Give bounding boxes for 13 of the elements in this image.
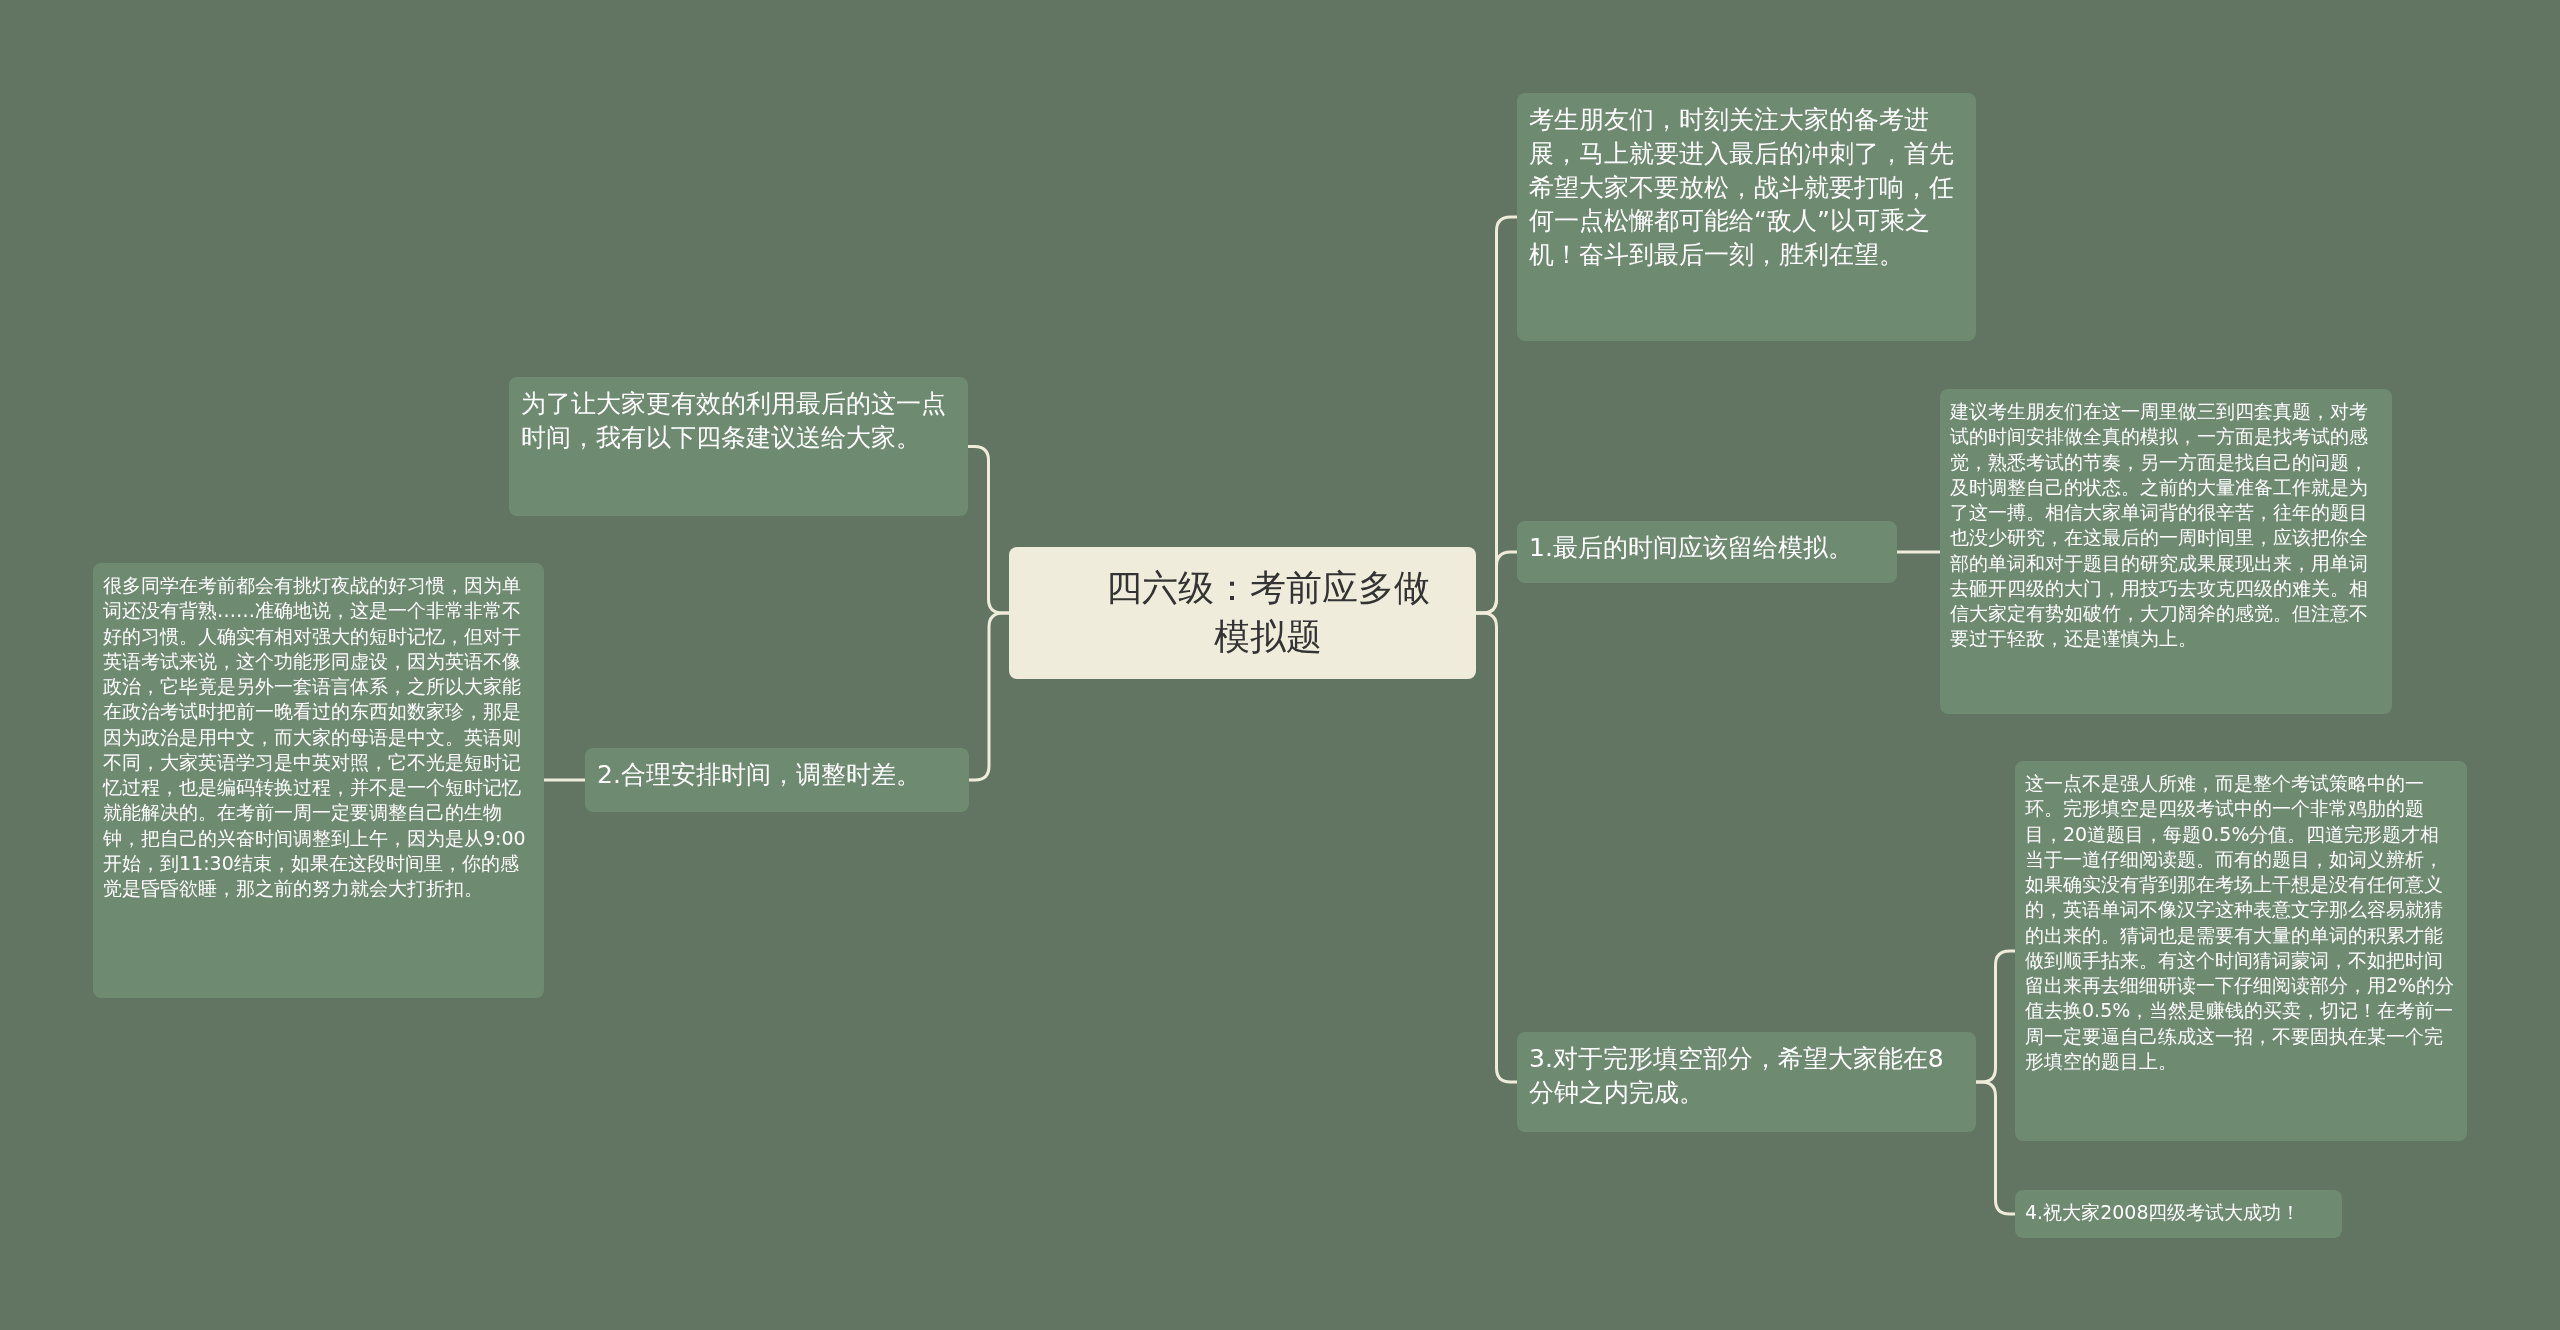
connector-line [1476,611,1517,1084]
note-box: 4.祝大家2008四级考试大成功！ [2015,1190,2342,1238]
topic-box: 为了让大家更有效的利用最后的这一点时间，我有以下四条建议送给大家。 [509,377,968,516]
connector-line [544,778,585,782]
note-box: 这一点不是强人所难，而是整个考试策略中的一环。完形填空是四级考试中的一个非常鸡肋的题目，20道题目，每题0.5%分值。四道完形题才相当于一道仔细阅读题。而有的题目，如词义辨析，如果确实没有背到那在考场上干想是没有任何意义的，英语单词不像汉字这种表意文字那么容易就猜的出来的。猜词也是需要有大量的单词的积累才能做到顺手拈来。有这个时间猜词蒙词，不如把时间留出来再去细细研读一下仔细阅读部分，用2%的分值去换0.5%，当然是赚钱的买卖，切记！在考前一周一定要逼自己练成这一招，不要固执在某一个完形填空的题目上。 [2015,761,2467,1141]
topic-box: 3.对于完形填空部分，希望大家能在8分钟之内完成。 [1517,1032,1976,1132]
note-box: 建议考生朋友们在这一周里做三到四套真题，对考试的时间安排做全真的模拟，一方面是找考试的感觉，熟悉考试的节奏，另一方面是找自己的问题，及时调整自己的状态。之前的大量准备工作就是为了这一搏。相信大家单词背的很辛苦，往年的题目也没少研究，在这最后的一周时间里，应该把你全部的单词和对于题目的研究成果展现出来，用单词去砸开四级的大门，用技巧去攻克四级的难关。相信大家定有势如破竹，大刀阔斧的感觉。但注意不要过于轻敌，还是谨慎为上。 [1940,389,2392,714]
note-box: 很多同学在考前都会有挑灯夜战的好习惯，因为单词还没有背熟……准确地说，这是一个非常非常不好的习惯。人确实有相对强大的短时记忆，但对于英语考试来说，这个功能形同虚设，因为英语不像政治，它毕竟是另外一套语言体系，之所以大家能在政治考试时把前一晚看过的东西如数家珍，那是因为政治是用中文，而大家的母语是中文。英语则不同，大家英语学习是中英对照，它不光是短时记忆过程，也是编码转换过程，并不是一个短时记忆就能解决的。在考前一周一定要调整自己的生物钟，把自己的兴奋时间调整到上午，因为是从9:00开始，到11:30结束，如果在这段时间里，你的感觉是昏昏欲睡，那之前的努力就会大打折扣。 [93,563,544,998]
topic-box: 1.最后的时间应该留给模拟。 [1517,521,1897,583]
connector-line [1897,550,1940,554]
center-topic-box: 四六级：考前应多做模拟题 [1009,547,1476,679]
topic-box: 考生朋友们，时刻关注大家的备考进展，马上就要进入最后的冲刺了，首先希望大家不要放松，战斗就要打响，任何一点松懈都可能给“敌人”以可乘之机！奋斗到最后一刻，胜利在望。 [1517,93,1976,341]
topic-box: 2.合理安排时间，调整时差。 [585,748,969,812]
